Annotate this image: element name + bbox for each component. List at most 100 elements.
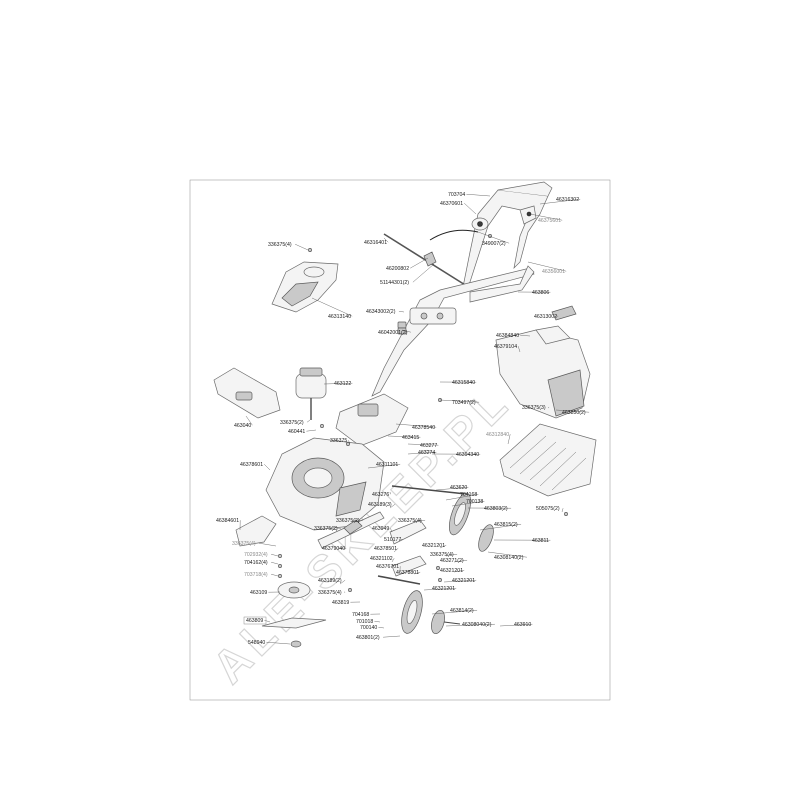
label-leader-line bbox=[555, 409, 590, 413]
mower-deck bbox=[265, 437, 385, 531]
part-label: 510177 bbox=[384, 537, 401, 543]
motor bbox=[295, 367, 327, 420]
part-label: 336375(3) bbox=[522, 405, 546, 411]
part-label: 704168 bbox=[460, 492, 477, 498]
part-label: 463189(3) bbox=[368, 502, 392, 508]
part-label: 704168 bbox=[352, 612, 369, 618]
part-label: 349007(2) bbox=[482, 241, 506, 247]
label-leader-line bbox=[351, 520, 364, 523]
part-label: 46313002 bbox=[534, 314, 557, 320]
label-leader-line bbox=[547, 407, 550, 409]
label-leader-line bbox=[323, 383, 353, 385]
part-label: 463811 bbox=[532, 538, 549, 544]
grass-bag bbox=[499, 423, 597, 497]
label-leader-line bbox=[306, 419, 311, 423]
part-label: 460441 bbox=[288, 429, 305, 435]
label-leader-line bbox=[264, 464, 271, 471]
part-label: 463949 bbox=[372, 526, 389, 532]
label-leader-line bbox=[413, 520, 426, 523]
part-label: 46042001(2) bbox=[378, 330, 408, 336]
part-label: 463274 bbox=[418, 450, 435, 456]
part-label: 46375601 bbox=[538, 218, 561, 224]
part-label: 463803(2) bbox=[484, 506, 508, 512]
part-label: 702932(4) bbox=[244, 552, 268, 558]
part-label: 336375 bbox=[330, 438, 347, 444]
label-leader-line bbox=[529, 213, 563, 221]
part-label: 703497(2) bbox=[452, 400, 476, 406]
part-label: 463271(2) bbox=[440, 558, 464, 564]
part-label: 46384601 bbox=[216, 518, 239, 524]
part-label: 548940 bbox=[248, 640, 265, 646]
label-leader-line bbox=[466, 194, 491, 197]
part-label: 463277 bbox=[420, 443, 437, 449]
label-leader-line bbox=[348, 440, 351, 445]
part-label: 46378540 bbox=[412, 425, 435, 431]
part-label: 703704 bbox=[448, 192, 465, 198]
part-label: 46321201 bbox=[452, 578, 475, 584]
part-label: 463276 bbox=[372, 492, 389, 498]
label-leader-line bbox=[443, 580, 477, 583]
part-label: 700140 bbox=[360, 625, 377, 631]
label-leader-line bbox=[445, 624, 495, 627]
label-leader-line bbox=[393, 548, 399, 553]
blade bbox=[261, 617, 327, 629]
cable-clip bbox=[423, 251, 437, 267]
part-label: 46376701 bbox=[376, 564, 399, 570]
part-label: 700138 bbox=[466, 499, 483, 505]
label-leader-line bbox=[271, 554, 279, 557]
part-label: 336375(4) bbox=[430, 552, 454, 558]
part-label: 46308040(2) bbox=[462, 622, 492, 628]
part-label: 336375(4) bbox=[268, 242, 292, 248]
label-leader-line bbox=[445, 554, 458, 557]
label-leader-line bbox=[331, 528, 342, 531]
part-label: 46321201 bbox=[432, 586, 455, 592]
label-leader-line bbox=[401, 329, 411, 333]
part-label: 46321102 bbox=[370, 556, 393, 562]
part-label: 463122 bbox=[334, 381, 351, 387]
label-box bbox=[243, 616, 267, 625]
label-leader-line bbox=[395, 423, 437, 428]
label-leader-line bbox=[383, 237, 389, 243]
grass-bag-catch bbox=[551, 305, 577, 321]
part-label: 463815(2) bbox=[494, 522, 518, 528]
label-leader-line bbox=[453, 570, 465, 573]
small-hardware bbox=[278, 234, 568, 592]
label-leader-line bbox=[399, 539, 403, 541]
part-label: 46378601 bbox=[240, 462, 263, 468]
part-label: 463620 bbox=[450, 485, 467, 491]
handle-control-box bbox=[471, 217, 489, 231]
label-leader-line bbox=[527, 261, 567, 272]
label-leader-line bbox=[464, 203, 477, 215]
switch-unit bbox=[519, 205, 537, 225]
label-leader-line bbox=[391, 558, 395, 563]
part-label: 46311101 bbox=[376, 462, 398, 468]
rear-wheel bbox=[449, 492, 471, 536]
label-leader-line bbox=[266, 642, 291, 645]
part-label: 46356001 bbox=[542, 269, 565, 275]
part-label: 46378801 bbox=[396, 570, 419, 576]
part-label: 46394340 bbox=[456, 452, 479, 458]
height-lever bbox=[317, 511, 385, 549]
label-leader-line bbox=[271, 562, 279, 565]
part-label: 336375(2) bbox=[280, 420, 304, 426]
part-label: 336375(2) bbox=[336, 518, 360, 524]
label-leader-line bbox=[295, 244, 309, 251]
part-label: 463910 bbox=[514, 622, 531, 628]
label-leader-line bbox=[306, 429, 317, 432]
fan bbox=[277, 581, 311, 599]
rear-cover bbox=[335, 393, 409, 447]
label-leader-line bbox=[264, 620, 271, 623]
label-leader-line bbox=[479, 524, 522, 531]
label-leader-line bbox=[445, 494, 479, 501]
part-label: 51144301(2) bbox=[380, 280, 409, 286]
motor-bracket bbox=[213, 367, 281, 419]
part-label: 46378501 bbox=[374, 546, 397, 552]
rear-hubcap bbox=[478, 524, 494, 552]
label-leader-line bbox=[407, 452, 437, 455]
label-leader-line bbox=[477, 231, 510, 244]
rear-axle bbox=[377, 485, 467, 585]
part-label: 336375(4) bbox=[318, 590, 342, 596]
blade-bolt bbox=[290, 640, 302, 648]
part-label: 46384840 bbox=[496, 333, 519, 339]
